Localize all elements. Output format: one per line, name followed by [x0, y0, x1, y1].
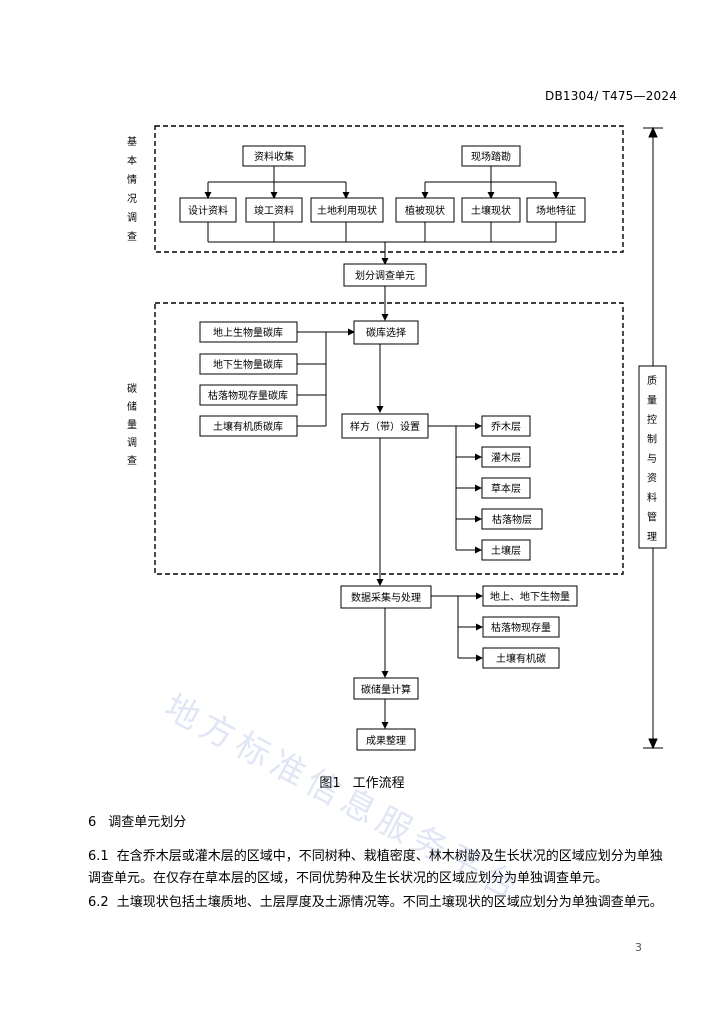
vegetation-status-box: 植被现状 — [395, 197, 455, 223]
svg-text:土地利用现状: 土地利用现状 — [317, 204, 377, 217]
svg-text:枯落物现存量: 枯落物现存量 — [491, 621, 551, 634]
land-use-box: 土地利用现状 — [310, 197, 384, 223]
completion-data-box: 竣工资料 — [245, 197, 303, 223]
litter-layer-box: 枯落物层 — [481, 508, 543, 530]
svg-text:地下生物量碳库: 地下生物量碳库 — [213, 358, 283, 371]
site-features-box: 场地特征 — [526, 197, 586, 223]
soil-organic-carbon-box: 土壤有机碳 — [482, 647, 560, 669]
soil-layer-box: 土壤层 — [481, 539, 531, 561]
basic-survey-frame — [154, 125, 624, 253]
svg-text:枯落物现存量碳库: 枯落物现存量碳库 — [208, 389, 288, 402]
page-number: 3 — [635, 941, 642, 954]
svg-text:竣工资料: 竣工资料 — [254, 204, 294, 217]
clause-text: 在含乔木层或灌木层的区域中，不同树种、栽植密度、林木树龄及生长状况的区域应划分为… — [88, 849, 663, 886]
svg-text:设计资料: 设计资料 — [188, 204, 228, 217]
svg-text:植被现状: 植被现状 — [405, 204, 445, 217]
svg-text:地上、地下生物量: 地上、地下生物量 — [490, 590, 570, 603]
svg-text:样方（带）设置: 样方（带）设置 — [350, 420, 420, 433]
vertical-label-char: 情 — [127, 173, 137, 186]
vertical-label-char: 制 — [647, 433, 657, 446]
plot-setup-box: 样方（带）设置 — [341, 413, 429, 439]
vertical-label-char: 量 — [127, 419, 137, 431]
vertical-label-char: 调 — [127, 437, 137, 449]
svg-text:土壤现状: 土壤现状 — [471, 204, 511, 217]
section-heading: 6 调查单元划分 — [88, 811, 186, 830]
vertical-label-char: 资 — [647, 473, 657, 485]
litter-pool-box: 枯落物现存量碳库 — [199, 384, 298, 406]
vertical-label-char: 调 — [127, 212, 137, 224]
vertical-label-char: 本 — [127, 154, 137, 167]
shrub-layer-box: 灌木层 — [481, 446, 531, 468]
vertical-label-char: 基 — [127, 135, 137, 148]
svg-text:土壤有机质碳库: 土壤有机质碳库 — [213, 420, 283, 433]
litter-stock-box: 枯落物现存量 — [482, 616, 560, 638]
data-processing-box: 数据采集与处理 — [340, 585, 432, 609]
belowground-pool-box: 地下生物量碳库 — [199, 353, 298, 375]
vertical-label-char: 理 — [647, 531, 657, 543]
svg-text:数据采集与处理: 数据采集与处理 — [351, 591, 421, 604]
svg-text:土壤有机碳: 土壤有机碳 — [496, 652, 546, 665]
svg-text:现场踏勘: 现场踏勘 — [471, 150, 511, 163]
svg-text:场地特征: 场地特征 — [536, 204, 576, 217]
survey-units-box: 划分调查单元 — [343, 263, 427, 287]
figure-title: 工作流程 — [352, 776, 405, 791]
data-collection-box: 资料收集 — [242, 145, 306, 167]
svg-text:成果整理: 成果整理 — [366, 734, 406, 747]
site-survey-box: 现场踏勘 — [461, 145, 521, 167]
herb-layer-box: 草本层 — [481, 477, 531, 499]
vertical-label-char: 质 — [647, 375, 657, 387]
vertical-label-char: 碳 — [127, 382, 137, 395]
vertical-label-char: 查 — [127, 230, 137, 243]
quality-control-box — [638, 365, 667, 549]
aboveground-pool-box: 地上生物量碳库 — [199, 321, 298, 343]
svg-text:地上生物量碳库: 地上生物量碳库 — [213, 326, 283, 339]
pool-selection-box: 碳库选择 — [353, 320, 419, 345]
vertical-label-char: 控 — [647, 413, 657, 426]
svg-text:乔木层: 乔木层 — [491, 421, 521, 433]
design-data-box: 设计资料 — [179, 197, 237, 223]
figure-caption: 图1 工作流程 — [0, 772, 724, 791]
svg-text:划分调查单元: 划分调查单元 — [355, 269, 415, 282]
carbon-survey-frame — [154, 302, 624, 575]
vertical-label-char: 查 — [127, 454, 137, 467]
carbon-calc-box: 碳储量计算 — [353, 677, 419, 700]
vertical-label-char: 与 — [647, 453, 657, 465]
svg-text:土壤层: 土壤层 — [491, 544, 521, 557]
svg-text:碳库选择: 碳库选择 — [366, 326, 406, 339]
paragraph-6-2: 6.2 土壤现状包括土壤质地、土层厚度及土源情况等。不同土壤现状的区域应划分为单独… — [88, 892, 668, 914]
svg-text:资料收集: 资料收集 — [254, 150, 294, 163]
svg-text:碳储量计算: 碳储量计算 — [361, 683, 411, 696]
svg-text:草本层: 草本层 — [491, 482, 521, 495]
soil-status-box: 土壤现状 — [461, 197, 521, 223]
clause-text: 土壤现状包括土壤质地、土层厚度及土源情况等。不同土壤现状的区域应划分为单独调查单… — [116, 895, 663, 910]
svg-text:枯落物层: 枯落物层 — [492, 513, 532, 526]
section-number: 6 — [88, 815, 97, 830]
tree-layer-box: 乔木层 — [481, 415, 531, 437]
vertical-label-char: 况 — [127, 193, 137, 205]
figure-number: 图1 — [319, 776, 341, 791]
vertical-label-char: 量 — [647, 395, 657, 407]
workflow-diagram: 资料收集 现场踏勘 设计资料 竣工资料 土地利用现状 植被现状 土壤现状 场地特… — [127, 125, 667, 751]
vertical-label-char: 管 — [647, 511, 657, 524]
clause-number: 6.2 — [88, 895, 109, 910]
results-box: 成果整理 — [356, 728, 416, 751]
biomass-box: 地上、地下生物量 — [482, 585, 578, 607]
soil-organic-pool-box: 土壤有机质碳库 — [199, 415, 298, 437]
vertical-label-char: 料 — [647, 491, 657, 504]
document-id: DB1304/ T475—2024 — [545, 89, 678, 103]
svg-text:灌木层: 灌木层 — [491, 452, 521, 464]
clause-number: 6.1 — [88, 849, 109, 864]
vertical-label-char: 储 — [127, 400, 137, 413]
section-title: 调查单元划分 — [108, 815, 187, 830]
